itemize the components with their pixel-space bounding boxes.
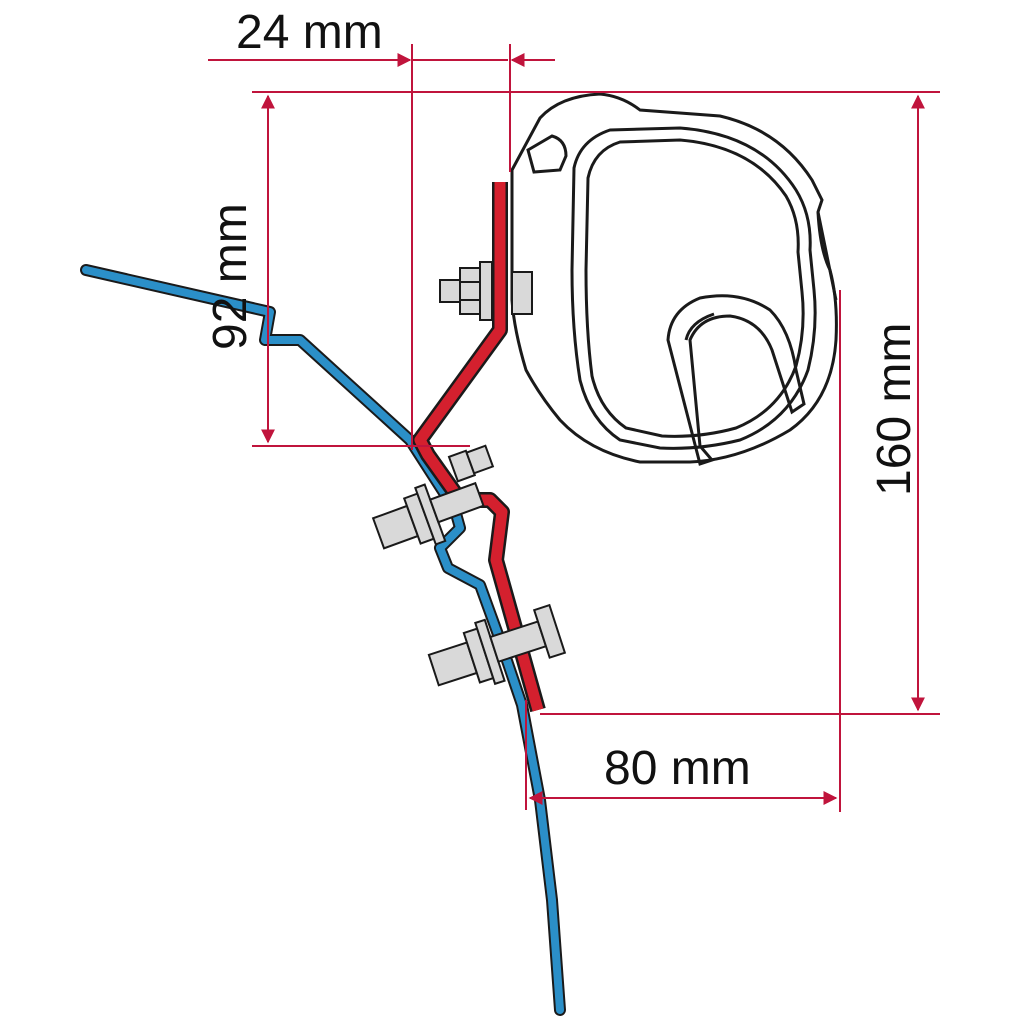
upper-bolt-icon [439, 261, 533, 321]
dimension-label-92mm: 92 mm [204, 203, 257, 350]
dimension-80mm [525, 290, 841, 812]
lower-bolt-icon [427, 603, 567, 687]
dimension-label-80mm: 80 mm [604, 742, 751, 795]
awning-housing-icon [510, 92, 838, 466]
dimension-160mm [540, 94, 940, 715]
dimension-92mm [252, 91, 940, 447]
middle-bolt-icon [371, 444, 495, 550]
dimension-label-160mm: 160 mm [868, 323, 921, 496]
vehicle-rail-profile [80, 264, 566, 1016]
dimension-24mm [208, 44, 555, 450]
dimension-label-24mm: 24 mm [236, 6, 383, 59]
